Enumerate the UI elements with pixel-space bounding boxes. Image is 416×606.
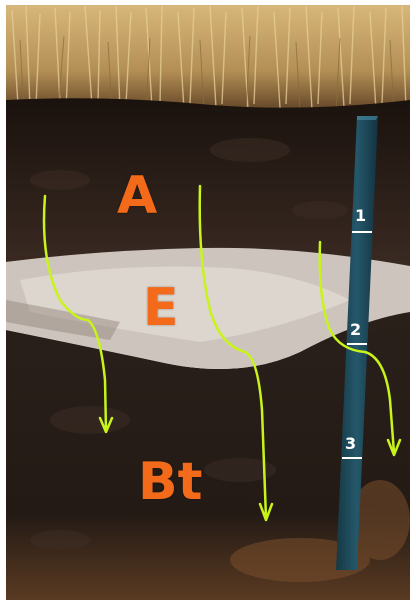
horizon-label-a: A xyxy=(117,166,158,226)
flow-arrow-right xyxy=(318,240,396,455)
scale-mark-1: 1 xyxy=(355,206,367,225)
scale-mark-2: 2 xyxy=(350,320,362,339)
grass-layer xyxy=(6,5,410,115)
a-horizon-layer xyxy=(6,98,410,270)
horizon-label-e: E xyxy=(143,278,179,338)
horizon-label-bt: Bt xyxy=(138,452,203,512)
flow-arrow-left xyxy=(42,194,108,432)
flow-arrow-middle xyxy=(198,184,268,520)
scale-mark-3: 3 xyxy=(345,434,357,453)
water-flow-arrows xyxy=(42,184,402,522)
bt-horizon-layer xyxy=(6,310,410,600)
measuring-scale xyxy=(336,116,378,570)
